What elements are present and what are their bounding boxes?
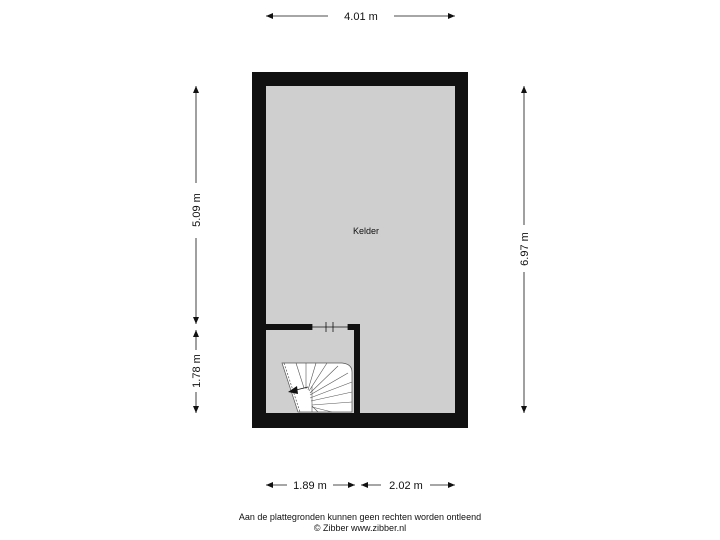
dimension-left-upper: 5.09 m (191, 86, 203, 324)
footer-disclaimer: Aan de plattegronden kunnen geen rechten… (238, 512, 482, 522)
dimension-top: 4.01 m (266, 11, 455, 23)
dimension-bottom-right: 2.02 m (361, 480, 455, 492)
dimension-right: 6.97 m (519, 86, 531, 413)
dimension-left-lower: 1.78 m (191, 330, 203, 413)
staircase (281, 362, 353, 413)
dimension-bottom-left-label: 1.89 m (293, 480, 327, 492)
dimension-left-upper-label: 5.09 m (191, 193, 203, 227)
room-label-kelder: Kelder (353, 226, 379, 236)
dimension-right-label: 6.97 m (519, 232, 531, 266)
floor-kelder (266, 86, 455, 413)
dimension-left-lower-label: 1.78 m (191, 354, 203, 388)
dimension-bottom-left: 1.89 m (266, 480, 355, 492)
stair-enclosure-walls (266, 322, 360, 413)
footer-copyright: © Zibber www.zibber.nl (313, 523, 407, 533)
dimension-top-label: 4.01 m (344, 11, 378, 23)
dimension-bottom-right-label: 2.02 m (389, 480, 423, 492)
stair-direction-arrow-icon (288, 386, 309, 394)
